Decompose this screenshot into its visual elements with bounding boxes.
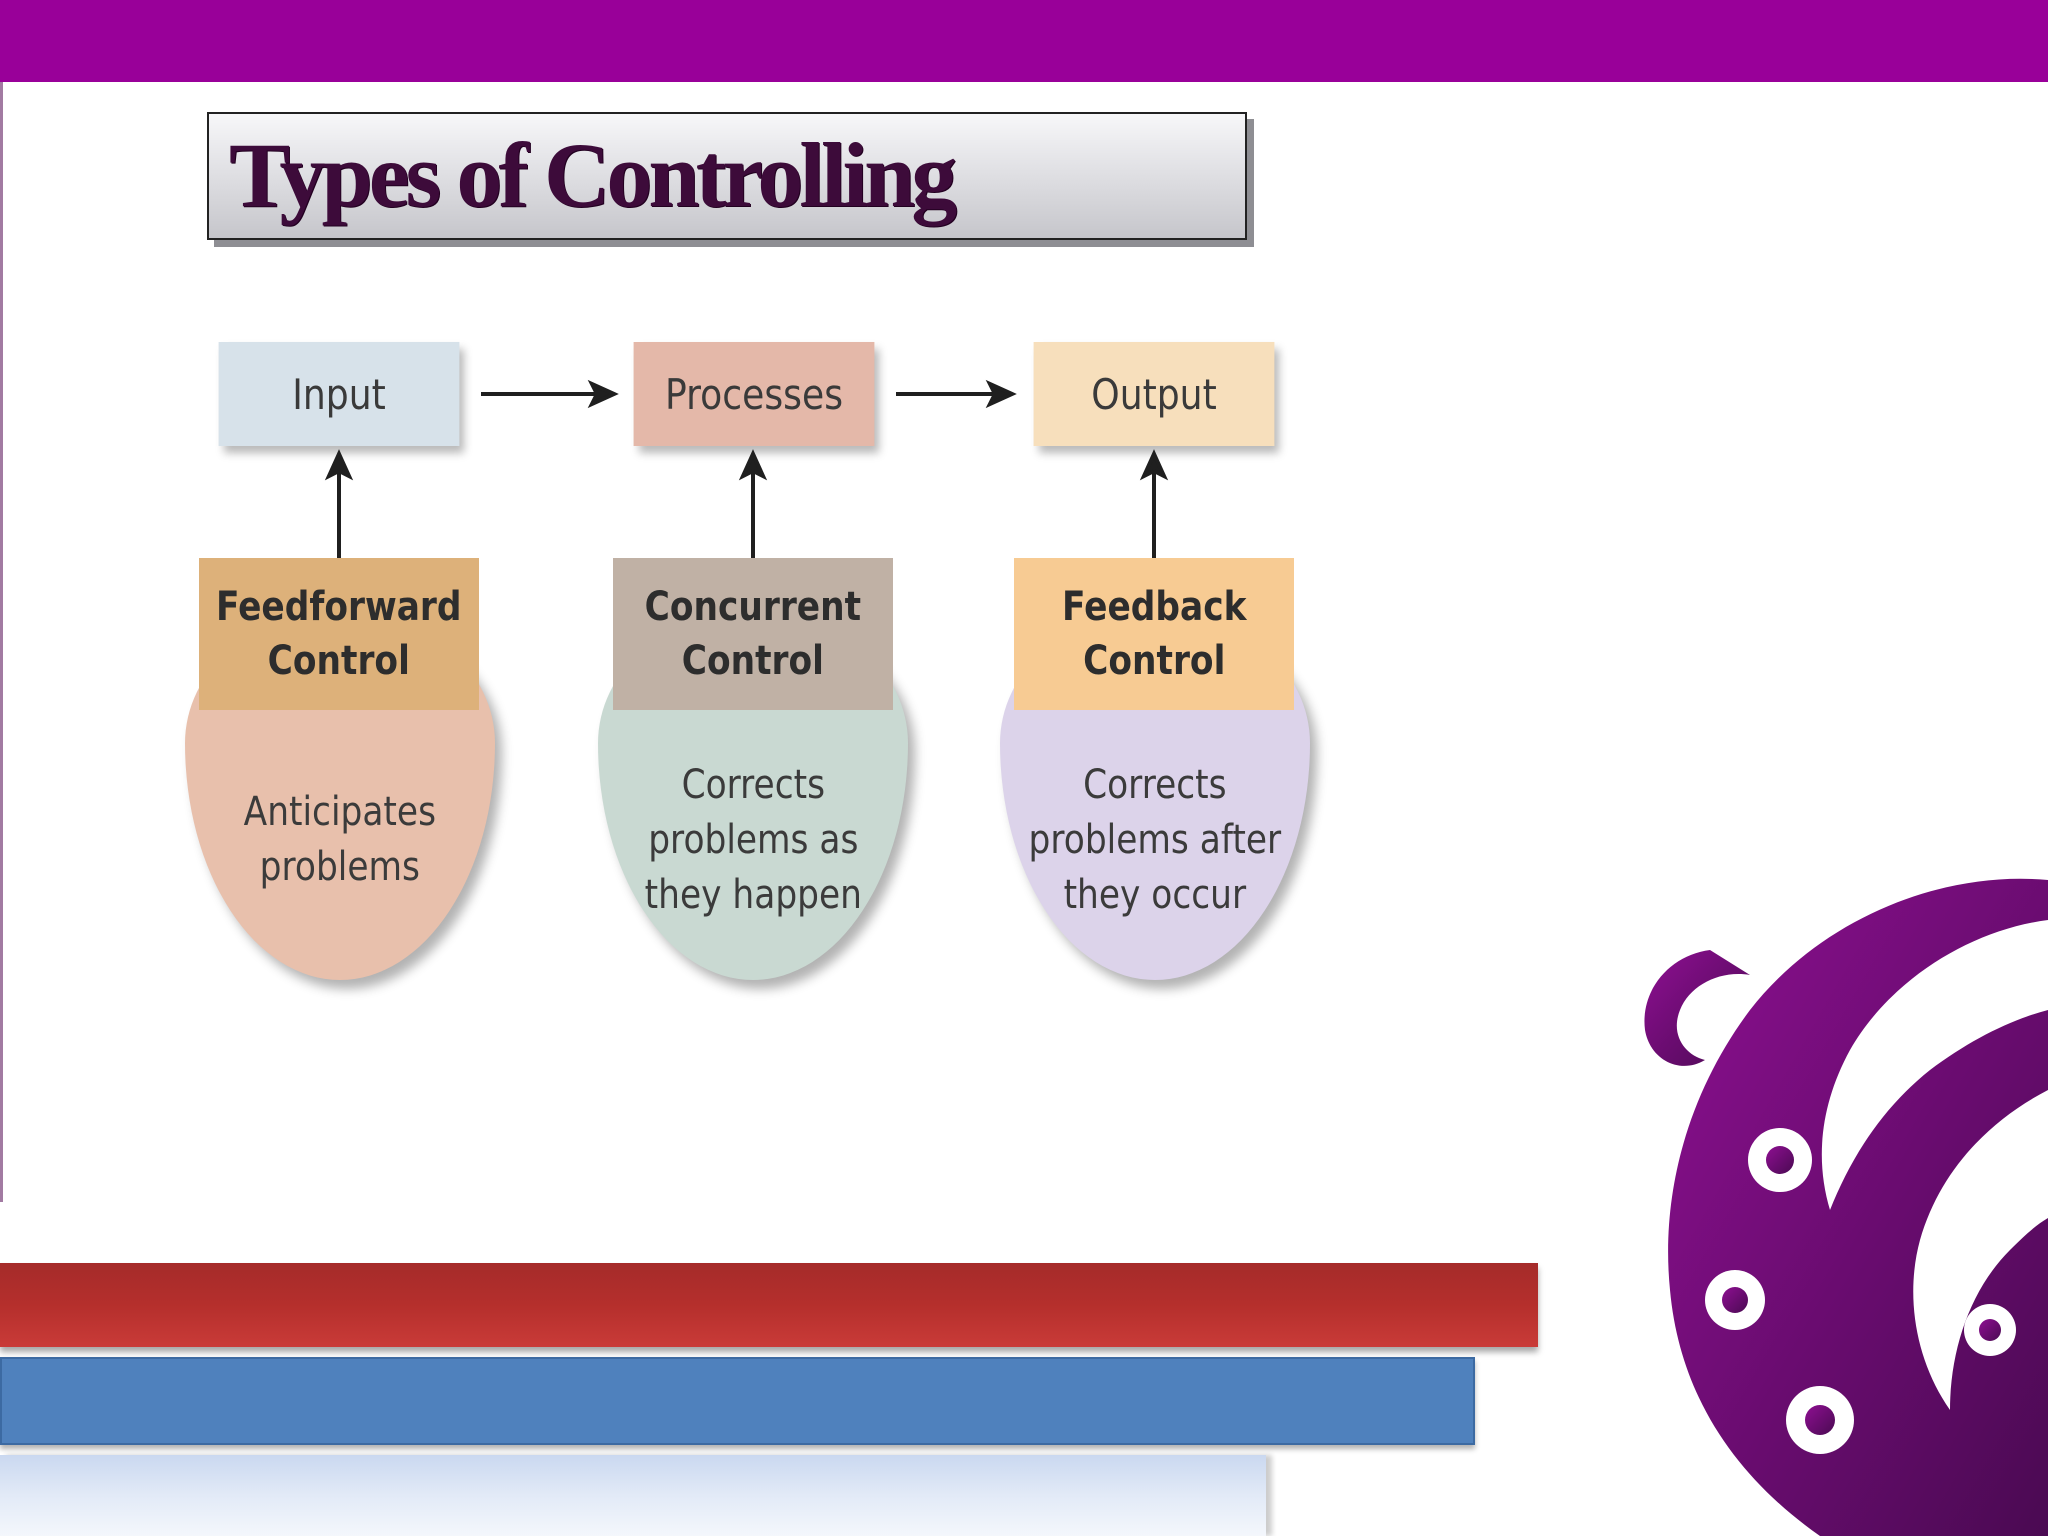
swirl-dot-1 — [1766, 1146, 1794, 1174]
feedback-desc-line1: Corrects — [1083, 761, 1227, 808]
concurrent-name-line2: Control — [681, 638, 825, 684]
feedback-name-line2: Control — [1082, 638, 1226, 684]
concurrent-desc-line1: Corrects — [681, 761, 825, 808]
swirl-cut-middle — [1913, 1090, 2048, 1410]
arrow-head-input-to-processes — [587, 379, 619, 409]
top-accent-bar — [0, 0, 2048, 82]
processes-label: Processes — [664, 369, 844, 419]
bottom-light-band — [0, 1455, 1266, 1536]
title-box: Types of Controlling — [207, 112, 1247, 240]
swirl-small-curl — [1644, 950, 1750, 1066]
concurrent-name-line1: Concurrent — [644, 584, 862, 630]
swirl-cut-upper — [1821, 920, 2048, 1210]
feedback-desc-line3: they occur — [1063, 871, 1247, 918]
left-edge-line — [0, 82, 3, 1202]
concurrent-control-header: Concurrent Control — [613, 558, 893, 710]
feedforward-desc-line2: problems — [259, 844, 421, 890]
feedforward-desc-line1: Anticipates — [243, 789, 437, 835]
feedback-desc-line2: problems after — [1028, 816, 1282, 863]
feedforward-name-line1: Feedforward — [216, 584, 462, 630]
swirl-dot-2 — [1722, 1287, 1748, 1313]
bottom-blue-band — [0, 1357, 1475, 1445]
input-label: Input — [292, 369, 386, 419]
feedforward-name-line2: Control — [267, 638, 411, 684]
bottom-red-band — [0, 1263, 1538, 1347]
feedback-control-header: Feedback Control — [1014, 558, 1294, 710]
arrow-head-concurrent-to-processes — [738, 449, 768, 481]
arrow-head-feedback-to-output — [1139, 449, 1169, 481]
concurrent-desc-line3: they happen — [644, 871, 862, 918]
output-box: Output — [1033, 342, 1275, 446]
slide-title: Types of Controlling — [229, 124, 957, 226]
arrow-head-processes-to-output — [985, 379, 1017, 409]
feedforward-control-header: Feedforward Control — [199, 558, 479, 710]
arrow-head-feedforward-to-input — [324, 449, 354, 481]
swirl-dot-4 — [1979, 1319, 2001, 1341]
feedback-name-line1: Feedback — [1061, 584, 1247, 630]
output-label: Output — [1091, 369, 1217, 419]
processes-box: Processes — [633, 342, 875, 446]
concurrent-desc-line2: problems as — [647, 816, 859, 863]
input-box: Input — [218, 342, 460, 446]
decorative-swirl-ornament — [1644, 878, 2048, 1536]
swirl-dot-3 — [1805, 1405, 1835, 1435]
